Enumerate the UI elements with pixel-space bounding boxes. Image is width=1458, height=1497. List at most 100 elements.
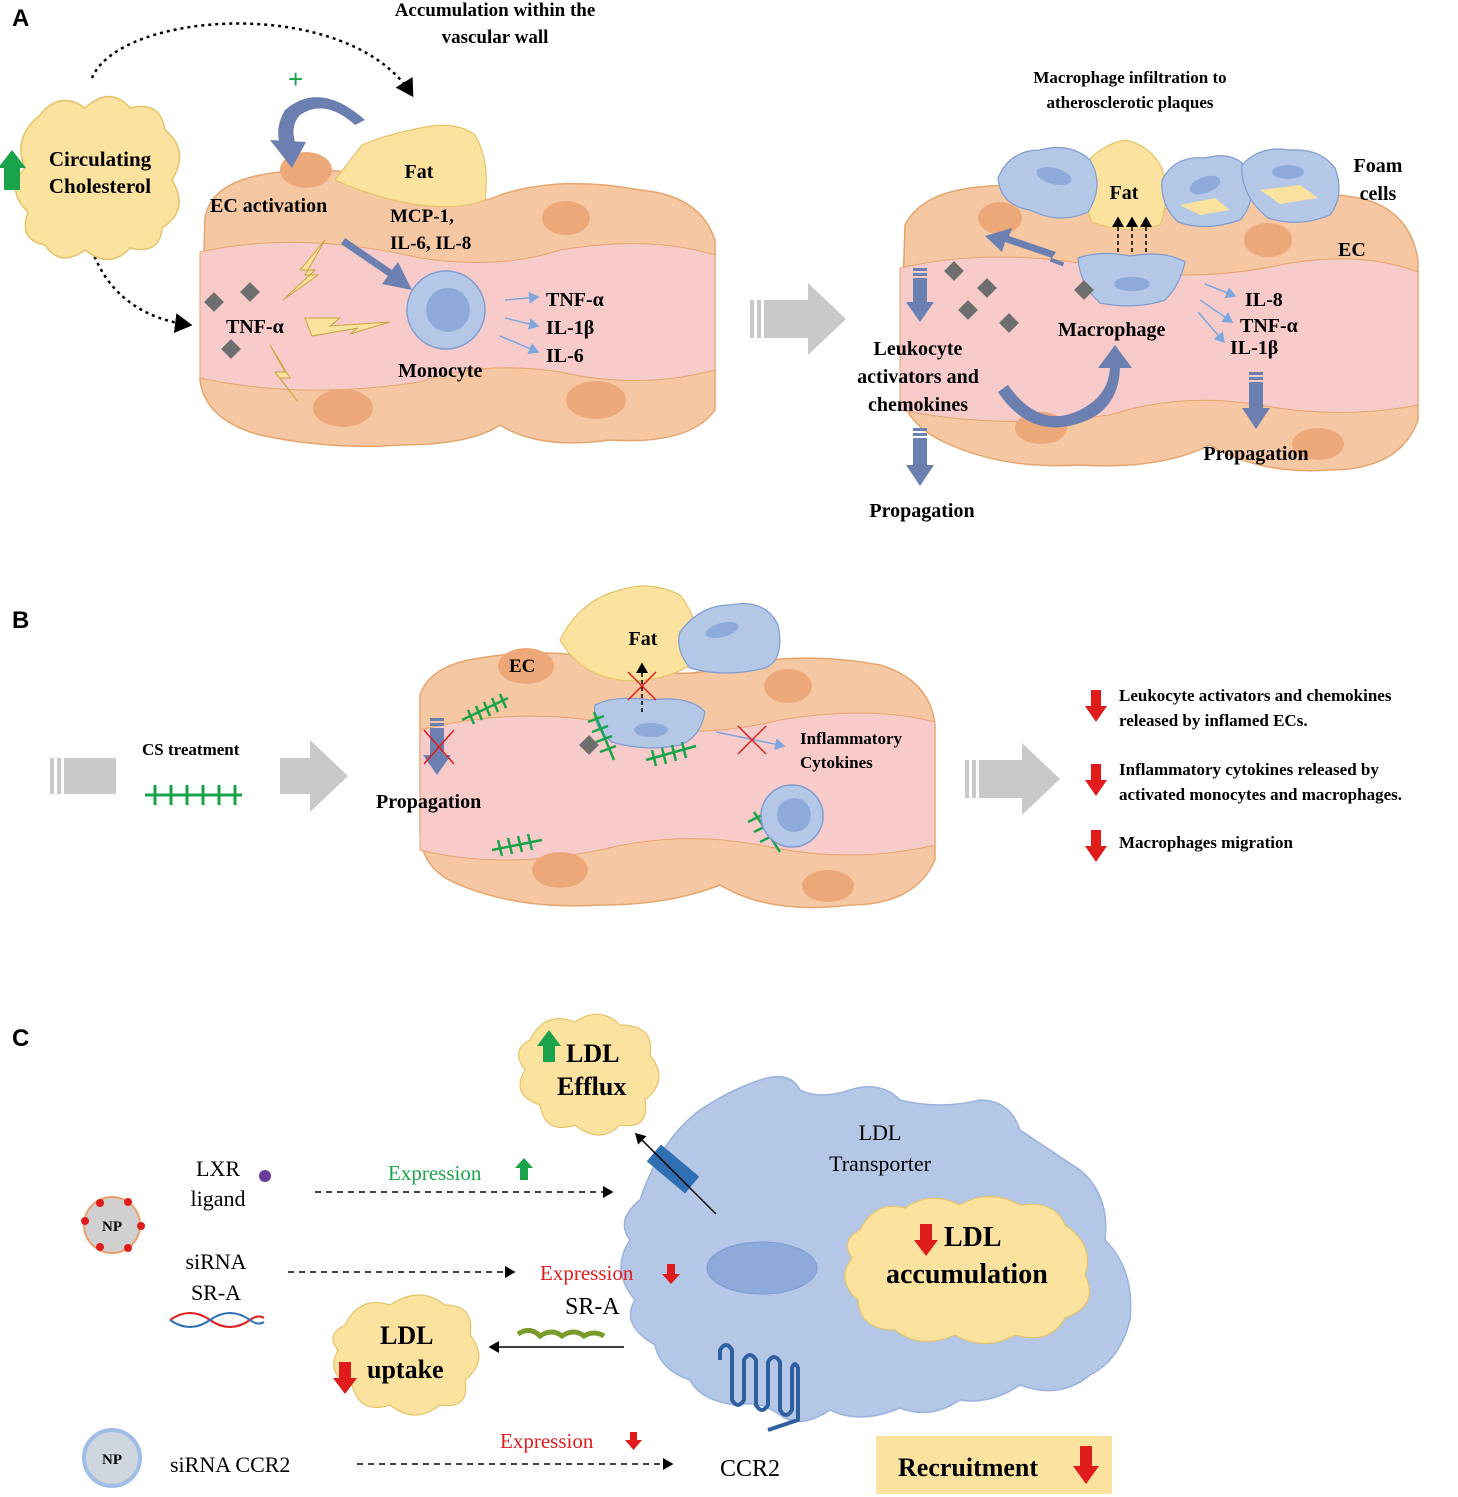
cs-drug-icon (491, 833, 543, 857)
cs-drug-icon (145, 785, 242, 805)
mono-cytokine-1: TNF-α (546, 289, 604, 311)
block-x-icon (627, 671, 657, 701)
panel-c-label: C (12, 1025, 29, 1052)
ccr2-receptor-icon (718, 1343, 800, 1432)
migration-arrow (985, 228, 1056, 258)
mcp-label-1: MCP-1, (390, 206, 454, 227)
ldl-transporter-label-1: LDL (859, 1120, 902, 1145)
ldl-accumulation-label-1: LDL (944, 1222, 1002, 1253)
diamond-icon (958, 300, 978, 320)
fat-label: Fat (405, 161, 434, 183)
down-arrow-propagation-right (1242, 372, 1270, 429)
vessel-b (419, 648, 936, 909)
effect-1-line-1: Leukocyte activators and chemokines (1119, 686, 1392, 705)
foam-cells-label-1: Foam (1354, 155, 1403, 177)
foam-cell-nucleus (1272, 165, 1304, 179)
sirna-strand-icon (169, 1312, 265, 1328)
cytokine-arrow (499, 335, 540, 355)
monocyte-label: Monocyte (398, 360, 483, 382)
foam-cell-lipid (1180, 198, 1230, 215)
down-arrow-icon (1085, 764, 1107, 796)
circular-arrow-head (1098, 345, 1132, 368)
leukocyte-label-3: chemokines (868, 394, 968, 416)
macrophage-label: Macrophage (1058, 319, 1166, 341)
sirna-sra-label-2: SR-A (191, 1280, 241, 1305)
cs-treatment-label: CS treatment (142, 740, 240, 759)
leukocyte-label-2: activators and (857, 366, 979, 388)
infiltration-label-2: atherosclerotic plaques (1047, 93, 1214, 112)
transition-arrow (750, 283, 846, 355)
sirna-ccr2-label: siRNA CCR2 (170, 1452, 290, 1477)
fat-right-label: Fat (1110, 182, 1139, 204)
ldl-efflux-label-2: Efflux (557, 1072, 626, 1101)
ldl-uptake-label-1: LDL (380, 1321, 433, 1350)
arrow-tail (1049, 257, 1065, 267)
effect-2-line-2: activated monocytes and macrophages. (1119, 785, 1402, 804)
mono-cytokine-2: IL-1β (546, 317, 594, 339)
recruitment-box (876, 1436, 1112, 1494)
leukocyte-label-1: Leukocyte (874, 338, 963, 360)
dotted-arrow-bottom (90, 249, 193, 334)
ldl-uptake-label-2: uptake (367, 1355, 444, 1384)
panel-b-label: B (12, 607, 29, 634)
mcp-label-2: IL-6, IL-8 (390, 233, 471, 254)
down-arrow-icon (662, 1264, 680, 1284)
ldl-transporter-label-2: Transporter (829, 1151, 932, 1176)
cs-drug-icon (587, 711, 617, 761)
down-arrow-icon (1073, 1446, 1099, 1484)
inflammatory-label-2: Cytokines (800, 753, 873, 772)
cytokine-arrow (504, 291, 540, 304)
circulating-label-2: Cholesterol (49, 174, 151, 198)
cytokine-arrow (1199, 299, 1234, 323)
ldl-accumulation-label-2: accumulation (886, 1259, 1048, 1290)
macrophage-nucleus (634, 723, 668, 737)
lightning-icon (269, 344, 299, 403)
ec-b-label: EC (509, 656, 535, 677)
diamond-icon (999, 313, 1019, 333)
foam-cell-lipid (1260, 185, 1318, 204)
circular-arrow (998, 365, 1120, 428)
propagation-left-label: Propagation (869, 500, 974, 522)
diamond-icon (221, 339, 241, 359)
plus-sign: + (288, 64, 303, 94)
cytokine-arrow (1197, 311, 1225, 344)
lightning-icon (304, 317, 391, 337)
cs-drug-icon (645, 741, 697, 767)
ec-nucleus (566, 381, 626, 419)
feedback-arrow-head (270, 140, 306, 168)
monocyte-nucleus (777, 798, 811, 832)
cholesterol-blob (15, 95, 181, 261)
lxr-label-2: ligand (191, 1186, 246, 1211)
down-arrow-leukocyte (906, 268, 934, 322)
transporter-icon (646, 1144, 700, 1194)
ec-nucleus (542, 201, 590, 235)
ec-label: EC (1338, 239, 1366, 261)
nanoparticle-icon (82, 1428, 142, 1488)
infiltration-label-1: Macrophage infiltration to (1033, 68, 1226, 87)
inflammatory-label-1: Inflammatory (800, 729, 902, 748)
down-arrow-icon (625, 1432, 642, 1450)
macrophage-nucleus (705, 621, 739, 639)
foam-cells-label-2: cells (1360, 183, 1397, 205)
sirna-strand-icon (169, 1312, 265, 1328)
down-arrow-icon (333, 1362, 357, 1394)
expression-down-sra-label: Expression (540, 1261, 634, 1285)
up-arrow-icon (0, 150, 26, 190)
dotted-arrow-top (90, 22, 414, 98)
macro-cytokine-2: TNF-α (1240, 315, 1298, 337)
diamond-icon (1074, 280, 1094, 300)
sirna-sra-label-1: siRNA (185, 1249, 246, 1274)
transition-arrow (965, 743, 1060, 815)
ccr2-label: CCR2 (720, 1456, 780, 1482)
propagation-b-label: Propagation (376, 791, 481, 813)
effect-1-line-2: released by inflamed ECs. (1119, 711, 1308, 730)
diamond-icon (240, 282, 260, 302)
transition-arrow (50, 758, 116, 794)
macrophage-cell (678, 603, 781, 674)
arrow-to-monocyte (341, 238, 412, 290)
fat-b-label: Fat (629, 628, 658, 650)
accumulation-label-2: vascular wall (442, 27, 549, 48)
np-label: NP (102, 1219, 122, 1235)
ec-activation-label: EC activation (210, 195, 327, 217)
